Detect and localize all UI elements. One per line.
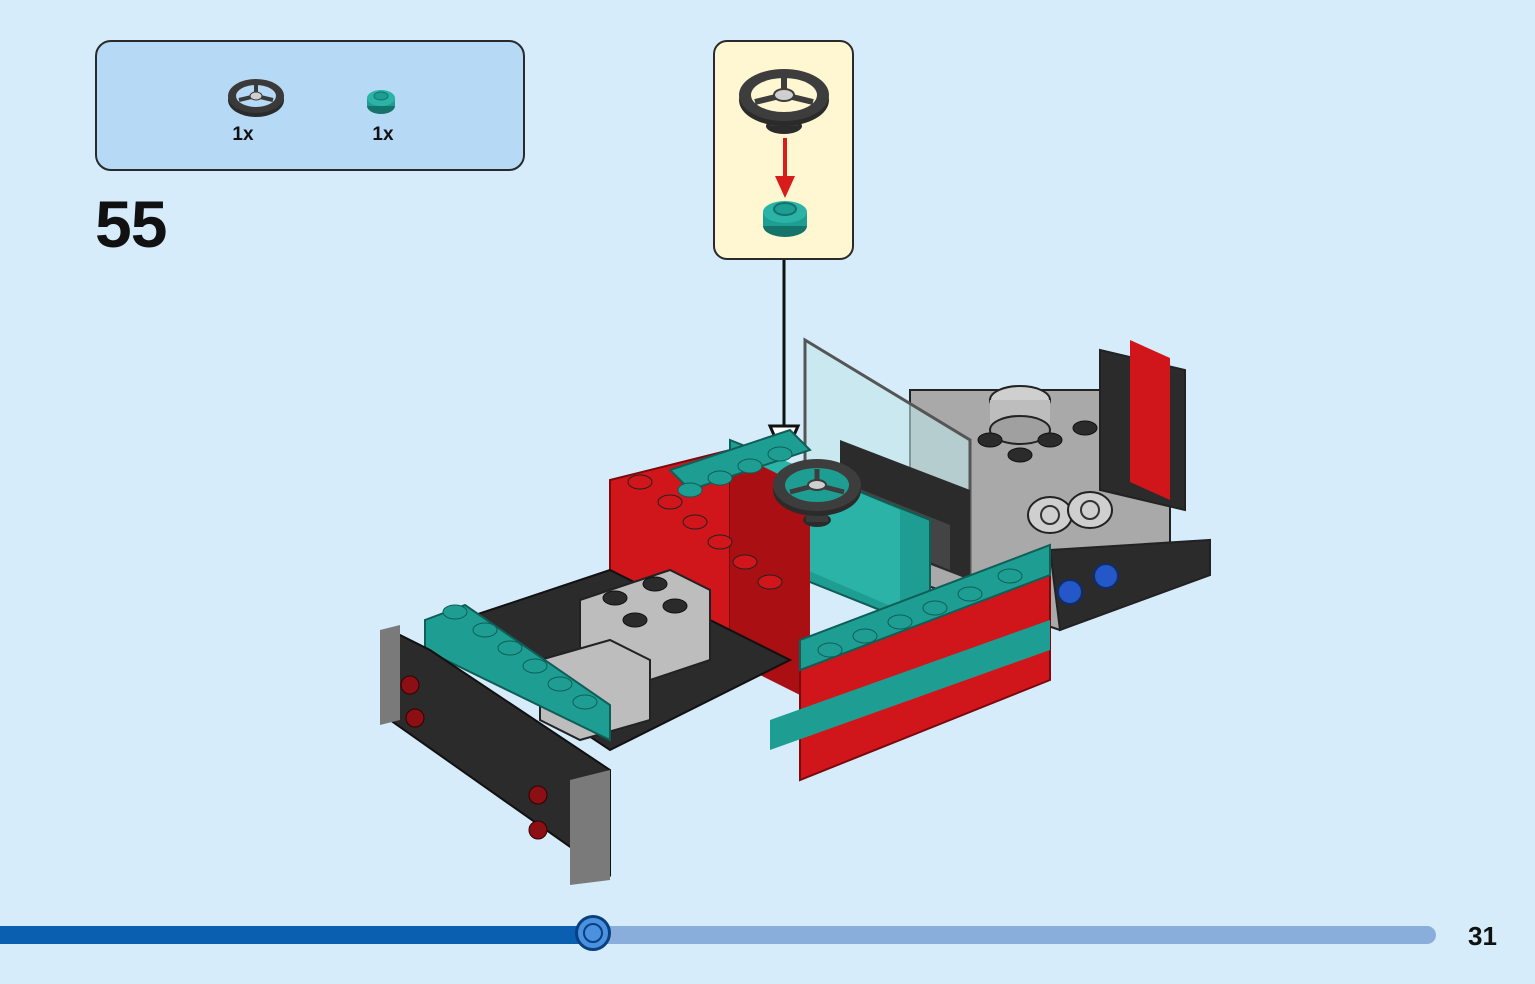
parts-list-item-steering-wheel: 1x [225, 72, 287, 145]
parts-list-box: 1x 1x [95, 40, 525, 171]
step-number: 55 [95, 187, 167, 261]
sub-assembly-callout [713, 40, 854, 260]
progress-fill [0, 926, 593, 944]
model-illustration [380, 337, 1211, 885]
steering-wheel-icon [228, 79, 284, 117]
progress-knob [575, 915, 611, 951]
round-plate-icon [367, 90, 395, 114]
parts-list-qty: 1x [372, 124, 394, 145]
page-number: 31 [1468, 921, 1497, 951]
sub-assembly-illustration [739, 69, 829, 237]
parts-list-item-round-plate: 1x [365, 86, 397, 145]
parts-list-qty: 1x [232, 124, 254, 145]
